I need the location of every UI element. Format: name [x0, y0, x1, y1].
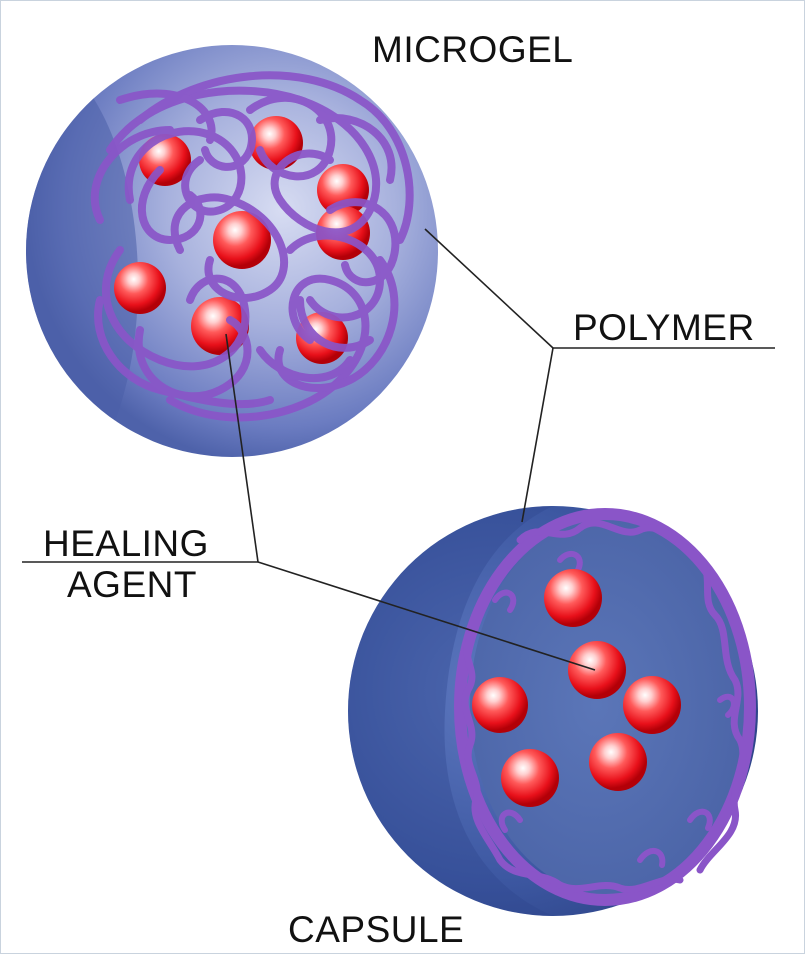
microgel-label: MICROGEL	[372, 29, 573, 70]
polymer-leader-capsule	[522, 348, 553, 522]
capsule-particle	[348, 506, 758, 916]
healing-agent-label-line1: HEALING	[43, 523, 209, 564]
agent-ball	[589, 733, 647, 791]
agent-ball	[501, 749, 559, 807]
agent-ball	[472, 677, 528, 733]
agent-ball	[568, 641, 626, 699]
capsule-label: CAPSULE	[288, 909, 464, 950]
agent-ball	[623, 676, 681, 734]
agent-ball	[114, 262, 166, 314]
agent-ball	[249, 116, 303, 170]
polymer-label: POLYMER	[573, 307, 755, 348]
agent-ball	[544, 569, 602, 627]
healing-agent-label-line2: AGENT	[67, 564, 197, 605]
polymer-leader-microgel	[425, 229, 553, 348]
microgel-particle	[10, 45, 438, 470]
